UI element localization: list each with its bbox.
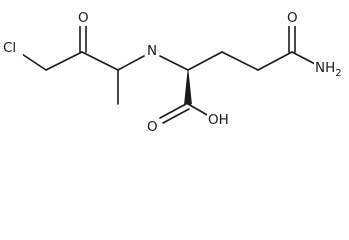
bond-ch2-carbonyl (45, 51, 83, 71)
bond-acid-double-2 (162, 108, 190, 124)
bond-acid-double-1 (159, 103, 187, 119)
bond-n-calpha (159, 55, 189, 71)
bond-cg-amide (257, 51, 293, 71)
bond-cb-cg (221, 51, 259, 71)
bond-ch-n (117, 55, 145, 71)
chemical-structure: Cl O N O NH2 O OH (3, 8, 346, 135)
bond-cl-ch2 (21, 53, 47, 71)
wedge-bond-calpha-cooh (184, 69, 192, 105)
bond-acid-oh (187, 103, 210, 117)
bond-calpha-cb (187, 51, 223, 71)
acid-oxygen-label: O (147, 119, 158, 135)
bonds (21, 24, 316, 124)
amide-oxygen-label: O (287, 10, 298, 26)
amide-nitrogen-label: NH2 (315, 60, 342, 79)
atom-labels: Cl O N O NH2 O OH (3, 8, 346, 135)
bond-amide-n (291, 51, 316, 65)
amine-nitrogen-label: N (147, 43, 157, 59)
bond-carbonyl-ch (81, 51, 119, 71)
ketone-oxygen-label: O (78, 10, 89, 26)
acid-hydroxyl-label: OH (208, 112, 229, 128)
chlorine-label: Cl (3, 40, 16, 56)
